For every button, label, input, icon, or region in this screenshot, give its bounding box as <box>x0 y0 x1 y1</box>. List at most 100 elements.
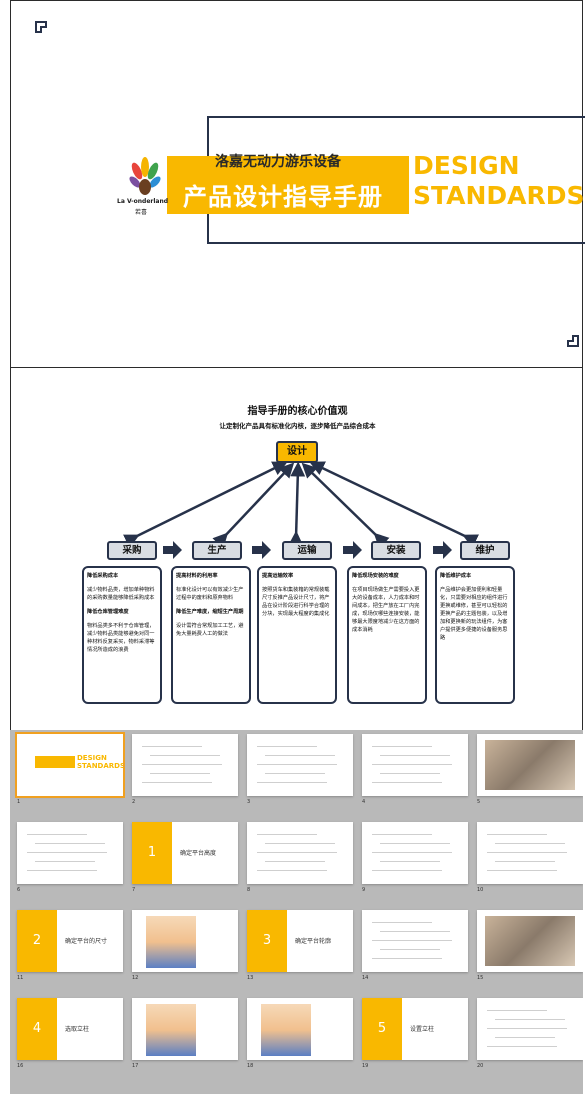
thumb-line <box>380 949 440 950</box>
thumb-line <box>487 834 547 835</box>
card-heading: 降低采购成本 <box>87 573 119 579</box>
thumb-cover-title: DESIGN STANDARDS <box>77 754 123 770</box>
thumb-line <box>487 1046 557 1047</box>
thumb-line <box>257 746 317 747</box>
thumb-line <box>495 861 555 862</box>
thumb-line <box>150 773 210 774</box>
card-text: 在项目现场做生产需要投入更大的设备成本，人力成本和时间成本，把生产放在工厂内完成… <box>352 587 420 633</box>
thumb-cover-highlight <box>35 756 75 768</box>
slide-thumbnail[interactable] <box>132 910 238 972</box>
arrow-design-produce <box>212 462 295 549</box>
slide-thumbnail[interactable] <box>247 822 353 884</box>
thumb-line <box>150 755 220 756</box>
thumb-line <box>372 782 442 783</box>
thumb-line <box>142 782 212 783</box>
corner-mark-icon <box>567 335 579 347</box>
card-maintain: 降低维护成本 产品维护会更加便利和轻量化，只需要对相应的组件进行更换或维修，甚至… <box>435 566 515 704</box>
slide-thumbnail[interactable] <box>132 734 238 796</box>
card-text: 物料品类多不利于仓库管理，减少物料品类能够避免对同一种材料反复采买，物料采滞等情… <box>87 623 155 653</box>
slide-thumbnail[interactable] <box>247 998 353 1060</box>
stage-install: 安装 <box>371 541 421 560</box>
cover-slide: La V-onderland 若喜 洛嘉无动力游乐设备 产品设计指导手册 DES… <box>10 0 585 368</box>
corner-mark-icon <box>35 21 47 33</box>
section-title: 确定平台轮廓 <box>295 938 332 945</box>
values-slide: 指导手册的核心价值观 让定制化产品具有标准化内核，逐步降低产品综合成本 设计 采… <box>10 368 583 730</box>
thumbnail-number: 7 <box>132 887 136 893</box>
cover-title-line-2: 产品设计指导手册 <box>183 183 383 211</box>
slide-thumbnail[interactable] <box>247 734 353 796</box>
thumb-line <box>372 958 442 959</box>
thumb-line <box>495 1019 565 1020</box>
slide-thumbnail[interactable] <box>477 822 583 884</box>
thumbnail-number: 9 <box>362 887 366 893</box>
arrow-design-transport <box>288 461 306 546</box>
thumb-chart <box>146 916 196 968</box>
thumbnail-number: 8 <box>247 887 251 893</box>
section-title: 确定平台高度 <box>180 850 217 857</box>
thumb-line <box>27 852 107 853</box>
thumb-line <box>487 1010 547 1011</box>
thumbnail-number: 14 <box>362 975 369 981</box>
thumbnail-number: 16 <box>17 1063 24 1069</box>
thumb-line <box>372 764 452 765</box>
thumbnail-number: 19 <box>362 1063 369 1069</box>
slide-thumbnail[interactable] <box>477 998 583 1060</box>
thumb-line <box>265 843 335 844</box>
thumb-line <box>380 861 440 862</box>
thumb-photo <box>485 740 575 790</box>
thumb-photo <box>485 916 575 966</box>
thumb-line <box>35 861 95 862</box>
thumb-chart <box>146 1004 196 1056</box>
design-node: 设计 <box>276 441 318 463</box>
card-text: 标准化设计可以有效减少生产过程中的废料和原弃物料 <box>176 587 244 601</box>
thumb-line <box>372 852 452 853</box>
thumb-line <box>380 931 450 932</box>
slide-thumbnail[interactable] <box>362 822 468 884</box>
thumb-line <box>257 834 317 835</box>
thumb-line <box>380 755 450 756</box>
thumb-line <box>380 773 440 774</box>
card-install: 降低现场安装的难度 在项目现场做生产需要投入更大的设备成本，人力成本和时间成本，… <box>347 566 427 704</box>
slide-thumbnail[interactable] <box>362 734 468 796</box>
thumbnail-number: 13 <box>247 975 254 981</box>
slide-thumbnail[interactable] <box>17 822 123 884</box>
thumb-line <box>265 861 325 862</box>
thumb-line <box>380 843 450 844</box>
slide-thumbnail[interactable] <box>132 998 238 1060</box>
thumb-line <box>265 773 325 774</box>
card-text: 减少物料品类，增加单种物料的采购数量能够降低采购成本 <box>87 587 155 601</box>
thumbnail-number: 6 <box>17 887 21 893</box>
slide-thumbnail[interactable] <box>477 910 583 972</box>
card-heading: 降低现场安装的难度 <box>352 573 399 579</box>
section-number: 5 <box>362 998 402 1060</box>
section-number: 2 <box>17 910 57 972</box>
thumb-line <box>372 940 452 941</box>
thumb-line <box>372 870 442 871</box>
thumb-line <box>265 755 335 756</box>
thumb-line <box>372 922 432 923</box>
thumb-line <box>257 852 337 853</box>
card-text: 产品维护会更加便利和轻量化，只需要对相应的组件进行更换或维修，甚至可以轻松的更换… <box>440 587 508 641</box>
slide-thumbnail[interactable]: DESIGN STANDARDS <box>15 732 125 798</box>
thumbnail-number: 4 <box>362 799 366 805</box>
stage-production: 生产 <box>192 541 242 560</box>
card-production: 提高材料的利用率 标准化设计可以有效减少生产过程中的废料和原弃物料 降低生产难度… <box>171 566 251 704</box>
thumb-line <box>142 764 222 765</box>
thumb-line <box>257 782 327 783</box>
thumb-line <box>35 843 105 844</box>
slide-thumbnail[interactable] <box>477 734 583 796</box>
cover-title-line-1: 洛嘉无动力游乐设备 <box>215 154 341 170</box>
section-title: 选取立柱 <box>65 1026 90 1033</box>
slide-thumbnail[interactable] <box>362 910 468 972</box>
thumbnail-number: 20 <box>477 1063 484 1069</box>
brand-logo-icon <box>129 157 161 195</box>
arrow-design-maintain <box>309 461 479 548</box>
thumb-line <box>257 870 327 871</box>
thumb-line <box>142 746 202 747</box>
